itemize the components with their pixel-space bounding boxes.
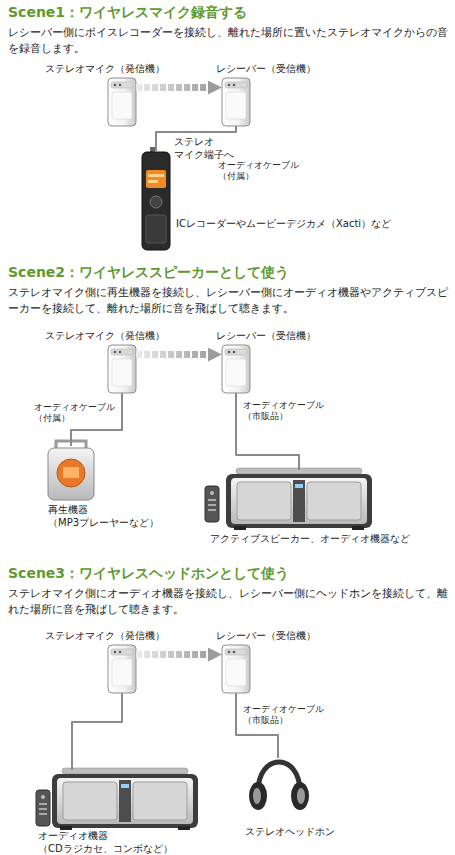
receiver-illustration [222,78,250,126]
microphone-unit: ステレオマイク（発信機） [108,345,136,393]
device-label: ステレオマイク（発信機） [45,630,165,643]
remote-illustration [36,790,50,826]
receiver-illustration [222,345,250,393]
cable-label: オーディオケーブル （市販品） [243,400,335,423]
microphone-unit: ステレオマイク（発信機） [108,645,136,693]
earcup [249,782,267,810]
scene-heading: Scene1：ワイヤレスマイク録音する [8,3,247,21]
player-body [48,448,94,500]
device-label: ステレオヘッドホン [245,826,335,839]
earcup-accent [297,788,305,804]
audio-cable [236,693,278,758]
earcup [291,782,309,810]
recorder-body [142,152,170,250]
audio-system: オーディオ機器 （CDラジカセ、コンボなど） [52,770,198,826]
recorder-panel [146,215,166,243]
active-speaker: アクティブスピーカー、オーディオ機器など [226,470,372,528]
device-label: ステレオマイク（発信機） [45,63,165,76]
device-label: ステレオマイク（発信機） [45,330,165,343]
receiver-illustration [222,645,250,693]
recorder-screen [146,170,166,188]
scene-description: ステレオマイク側にオーディオ機器を接続し、レシーバー側にヘッドホンを接続して、離… [8,586,448,618]
media-player: 再生機器 （MP3プレーヤーなど） [48,446,94,500]
wireless-arrow [136,351,208,358]
recorder-button [150,196,162,208]
screen-line [148,180,158,183]
device-label: ICレコーダーやムービーデジカメ（Xacti）など [176,218,391,231]
connectors [71,88,299,770]
receiver-unit: レシーバー（受信機） [222,645,250,693]
microphone-illustration [108,645,136,693]
microphone-illustration [108,78,136,126]
device-label: 再生機器 （MP3プレーヤーなど） [48,504,166,529]
player-screen [63,467,79,478]
headphones: ステレオヘッドホン [248,758,308,816]
microphone-unit: ステレオマイク（発信機） [108,78,136,126]
scene-description: ステレオマイク側に再生機器を接続し、レシーバー側にオーディオ機器やアクティブスピ… [8,285,448,317]
receiver-unit: レシーバー（受信機） [222,78,250,126]
wireless-arrow [136,651,208,658]
ic-recorder-illustration [142,147,170,250]
device-label: オーディオ機器 （CDラジカセ、コンボなど） [38,830,180,855]
cable-label: オーディオケーブル （付属） [34,402,126,425]
speaker-illustration [226,468,372,530]
media-player-illustration [48,441,94,500]
callout-note: ステレオ マイク端子へ [174,136,236,161]
audio-cable [72,693,122,770]
cable-label: オーディオケーブル （付属） [218,160,310,183]
audio-system-illustration [52,768,198,830]
scene-heading: Scene2：ワイヤレススピーカーとして使う [8,263,289,281]
headphones-illustration [249,762,309,810]
earcup-accent [253,788,261,804]
scene-description: レシーバー側にボイスレコーダーを接続し、離れた場所に置いたステレオマイクからの音… [8,25,448,57]
microphone-illustration [108,345,136,393]
ic-recorder: ICレコーダーやムービーデジカメ（Xacti）など [142,152,170,250]
device-label: レシーバー（受信機） [216,330,316,343]
player-dial [57,459,85,487]
device-label: アクティブスピーカー、オーディオ機器など [210,533,410,546]
screen-line [148,174,164,177]
device-label: レシーバー（受信機） [216,630,316,643]
device-label: レシーバー（受信機） [216,63,316,76]
audio-cable [71,393,122,446]
wireless-arrow [136,84,208,91]
scene-heading: Scene3：ワイヤレスヘッドホンとして使う [8,564,289,582]
cable-label: オーディオケーブル （市販品） [243,704,335,727]
receiver-unit: レシーバー（受信機） [222,345,250,393]
remote-illustration [205,486,219,522]
